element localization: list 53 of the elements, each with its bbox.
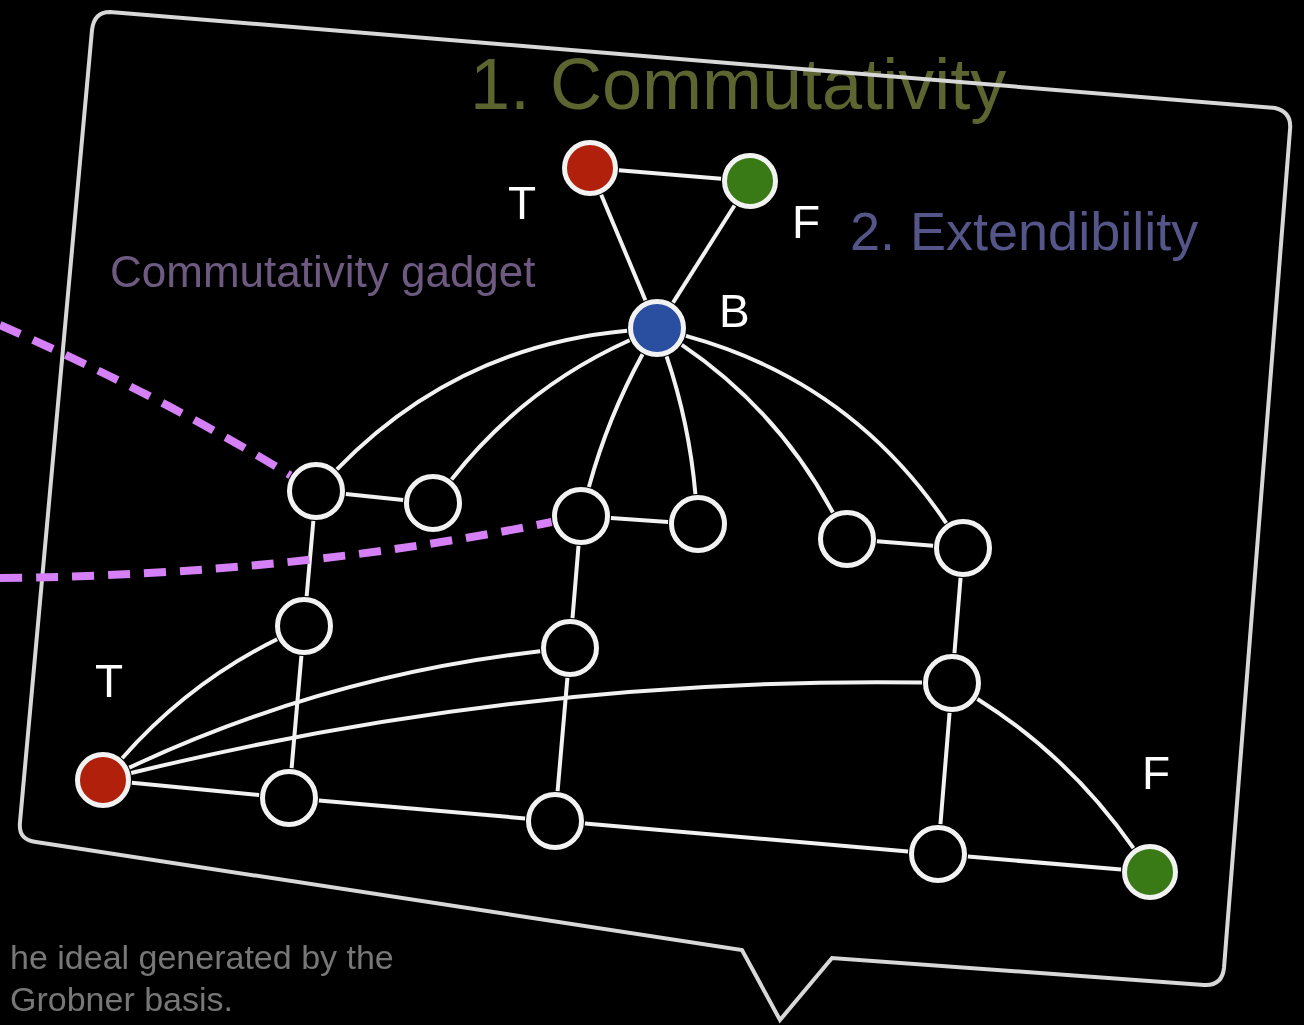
graph-edge bbox=[952, 577, 963, 654]
graph-vertex bbox=[275, 597, 333, 655]
graph-edge bbox=[289, 655, 304, 769]
graph-vertex bbox=[923, 654, 981, 712]
graph-vertex bbox=[818, 510, 876, 568]
dashed-line bbox=[0, 518, 553, 582]
vertex-label: T bbox=[508, 180, 537, 226]
graph-vertex bbox=[909, 825, 967, 883]
faded-slide-text: Commutativity gadget bbox=[110, 250, 536, 294]
graph-edge bbox=[120, 637, 278, 760]
dashed-line bbox=[0, 321, 293, 479]
graph-edge bbox=[876, 539, 934, 548]
graph-edge bbox=[967, 854, 1122, 872]
graph-edge bbox=[131, 780, 260, 798]
vertex-label: T bbox=[95, 658, 124, 704]
graph-edge bbox=[304, 520, 316, 597]
graph-edge bbox=[599, 194, 648, 302]
faded-slide-text: Grobner basis. bbox=[10, 982, 233, 1016]
vertex-label: B bbox=[719, 288, 750, 334]
graph-vertex bbox=[526, 792, 584, 850]
faded-slide-text: he ideal generated by the bbox=[10, 940, 394, 974]
graph-edge bbox=[671, 204, 737, 304]
graph-vertex bbox=[562, 140, 618, 196]
graph-vertex bbox=[541, 619, 599, 677]
graph-edge bbox=[450, 338, 631, 481]
graph-edge bbox=[128, 649, 541, 770]
graph-edge bbox=[938, 712, 952, 825]
graph-vertex bbox=[75, 752, 131, 808]
vertex-label: F bbox=[1142, 750, 1171, 796]
vertex-label: F bbox=[792, 199, 821, 245]
graph-vertex bbox=[1122, 844, 1178, 900]
graph-vertex bbox=[260, 769, 318, 827]
graph-edge bbox=[610, 516, 669, 524]
graph-edge bbox=[685, 334, 948, 525]
graph-edge bbox=[345, 492, 404, 502]
graph-edge bbox=[335, 328, 628, 471]
graph-vertex bbox=[722, 153, 778, 209]
graph-vertex bbox=[934, 519, 992, 577]
graph-vertex bbox=[669, 495, 727, 553]
graph-edge bbox=[976, 697, 1136, 850]
graph-vertex bbox=[552, 487, 610, 545]
graph-edge bbox=[555, 677, 570, 792]
graph-edge bbox=[618, 168, 722, 181]
graph-vertex bbox=[628, 299, 686, 357]
graph-edge bbox=[584, 821, 909, 854]
graph-vertex bbox=[287, 462, 345, 520]
graph-edge bbox=[680, 343, 835, 514]
graph-edge bbox=[570, 545, 581, 619]
graph-vertex bbox=[404, 474, 462, 532]
graph-edge bbox=[586, 353, 645, 488]
graph-edge bbox=[130, 680, 922, 775]
graph-edge bbox=[318, 798, 526, 821]
graph-edge bbox=[664, 355, 698, 495]
